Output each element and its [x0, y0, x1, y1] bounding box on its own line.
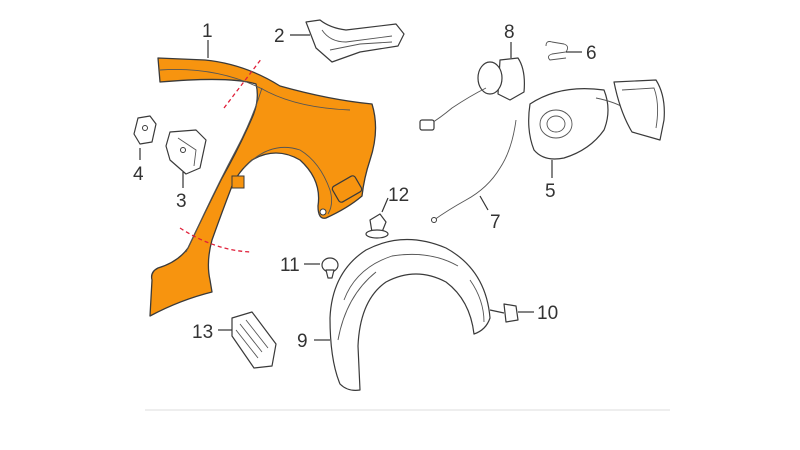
quarter-panel-part[interactable]: [149, 57, 377, 317]
cut-line-lower: [179, 227, 251, 253]
retainer-clip-part[interactable]: [365, 213, 389, 239]
release-actuator-body: [497, 57, 525, 101]
callout-11: 11: [280, 255, 300, 276]
fuel-door-lid-edge: [621, 87, 659, 129]
release-actuator-grommet: [477, 61, 503, 95]
vent-grille-frame: [231, 311, 277, 369]
push-pin-part[interactable]: [321, 257, 339, 279]
fuel-door-filler-neck: [539, 109, 573, 139]
flange-bolt-shank: [489, 309, 505, 314]
mount-bracket-part[interactable]: [165, 129, 207, 175]
callout-6: 6: [586, 43, 597, 64]
callout-3: 3: [176, 191, 187, 212]
reinforcement-bracket-part[interactable]: [305, 19, 405, 63]
release-actuator-part[interactable]: [419, 57, 525, 131]
reinforcement-bracket-rib-2: [329, 41, 393, 51]
callout-5: 5: [545, 181, 556, 202]
retainer-clip-base: [365, 229, 389, 239]
fender-liner-part[interactable]: [329, 238, 491, 391]
fender-liner-outer: [329, 238, 491, 391]
callout-2: 2: [274, 26, 285, 47]
quarter-panel-hole: [319, 208, 327, 216]
leader-7: [479, 195, 489, 211]
fender-liner-rib-3: [469, 279, 485, 323]
spring-clip-part[interactable]: [545, 41, 569, 61]
fender-liner-rib-2: [337, 271, 377, 341]
flange-bolt-head: [503, 303, 519, 323]
mount-bracket-hole: [180, 147, 186, 153]
spring-clip-wire: [545, 41, 569, 61]
small-clip-hole: [142, 125, 148, 131]
fuel-door-filler-inner: [546, 115, 566, 133]
callout-4: 4: [133, 164, 144, 185]
fender-liner-rib: [343, 253, 459, 301]
callout-1: 1: [202, 21, 213, 42]
release-actuator-connector: [419, 119, 435, 131]
fuel-door-cable-line: [433, 119, 517, 221]
quarter-panel-slot: [231, 175, 245, 189]
fuel-door-lid: [613, 79, 665, 141]
retainer-clip-body: [369, 213, 387, 233]
callout-13: 13: [192, 322, 213, 343]
small-clip-part[interactable]: [133, 115, 157, 145]
fuel-door-part[interactable]: [528, 79, 665, 160]
reinforcement-bracket-rib: [321, 29, 393, 43]
quarter-panel-wheel-arch: [243, 146, 333, 215]
fuel-door-cable-part[interactable]: [431, 119, 517, 223]
vent-grille-slats: [235, 319, 269, 359]
mount-bracket-shape: [165, 129, 207, 175]
quarter-panel-inner-edge: [185, 87, 263, 253]
callout-12: 12: [388, 185, 409, 206]
fuel-door-housing: [528, 88, 609, 160]
callout-8: 8: [504, 22, 515, 43]
cut-line-upper: [223, 57, 263, 109]
push-pin-stem: [325, 269, 335, 279]
release-actuator-wire: [429, 87, 487, 125]
mount-bracket-fold: [177, 137, 197, 167]
leader-12: [381, 197, 389, 213]
callout-9: 9: [297, 331, 308, 352]
callout-10: 10: [537, 303, 558, 324]
fuel-door-opening: [331, 175, 363, 203]
fuel-door-cable-end: [431, 217, 437, 223]
quarter-panel-crease: [159, 69, 351, 111]
flange-bolt-part[interactable]: [489, 303, 519, 323]
quarter-panel-body: [149, 57, 377, 317]
callout-7: 7: [490, 212, 501, 233]
vent-grille-part[interactable]: [231, 311, 277, 369]
